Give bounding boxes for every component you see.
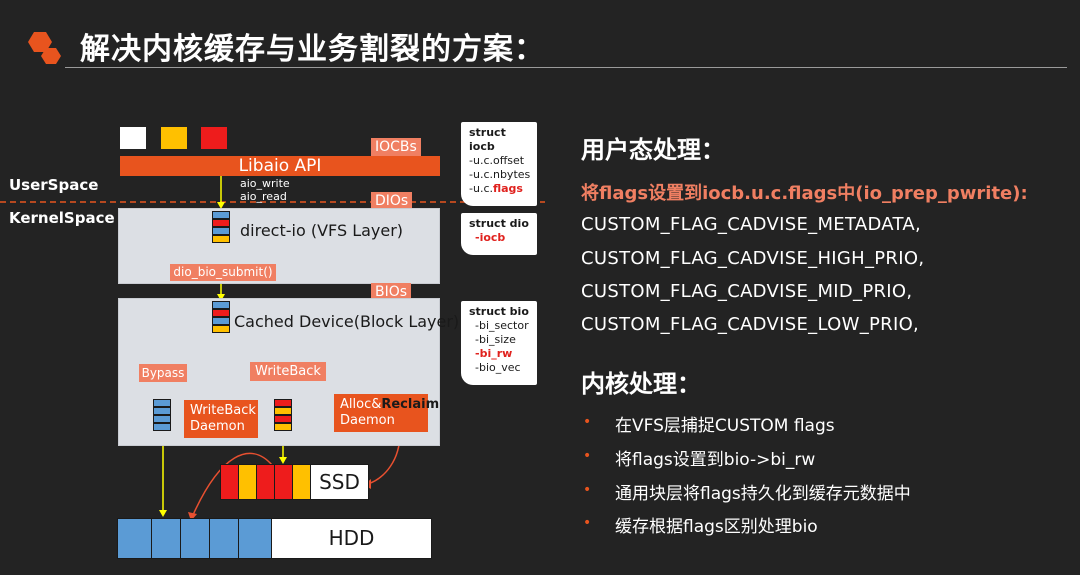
bypass-queue bbox=[153, 399, 171, 431]
cached-device-label: Cached Device(Block Layer) bbox=[234, 312, 460, 331]
dio-stack bbox=[212, 211, 230, 243]
title-divider bbox=[65, 67, 1067, 68]
dio-note-title: struct dio bbox=[469, 217, 529, 230]
iocb-note-line: -u.c.nbytes bbox=[469, 168, 531, 181]
bypass-tag: Bypass bbox=[139, 364, 187, 382]
bios-tag: BIOs bbox=[371, 283, 412, 301]
kernel-bullet: 在VFS层捕捉CUSTOM flags bbox=[615, 416, 835, 436]
logo-icon bbox=[28, 32, 61, 64]
writeback-daemon: WriteBack Daemon bbox=[184, 400, 258, 438]
flag-item: CUSTOM_FLAG_CADVISE_METADATA, bbox=[581, 214, 922, 235]
writeback-queue bbox=[274, 399, 292, 431]
reclaim-label: Reclaim bbox=[381, 397, 440, 412]
kernel-heading: 内核处理： bbox=[581, 370, 701, 398]
user-subheading: 将flags设置到iocb.u.c.flags中(io_prep_pwrite)… bbox=[581, 183, 1028, 204]
hdd-device: HDD bbox=[117, 518, 432, 559]
bio-struct-note: struct bio -bi_sector -bi_size -bi_rw -b… bbox=[461, 301, 537, 385]
iocb-note-flags: flags bbox=[492, 182, 523, 195]
writeback-tag: WriteBack bbox=[250, 362, 326, 381]
bio-stack bbox=[212, 301, 230, 333]
direct-io-label: direct-io (VFS Layer) bbox=[240, 221, 404, 240]
bullet-dot: • bbox=[583, 515, 592, 531]
aio-read-label: aio_read bbox=[240, 190, 287, 203]
flag-item: CUSTOM_FLAG_CADVISE_MID_PRIO, bbox=[581, 281, 913, 302]
iocb-note-line: -u.c.offset bbox=[469, 154, 525, 167]
kernel-bullet: 缓存根据flags区别处理bio bbox=[615, 517, 818, 537]
iocb-note-prefix: -u.c. bbox=[469, 182, 493, 195]
alloc-daemon-line2: Daemon bbox=[340, 413, 395, 428]
writeback-daemon-line1: WriteBack bbox=[190, 403, 256, 418]
dio-struct-note: struct dio -iocb bbox=[461, 213, 537, 255]
dios-tag: DIOs bbox=[371, 192, 413, 210]
userspace-label: UserSpace bbox=[9, 176, 99, 194]
flag-item: CUSTOM_FLAG_CADVISE_HIGH_PRIO, bbox=[581, 248, 925, 269]
aio-write-label: aio_write bbox=[240, 177, 290, 190]
white-square bbox=[120, 127, 146, 149]
bio-note-line: -bio_vec bbox=[475, 361, 521, 374]
alloc-reclaim-daemon: Alloc&Reclaim Daemon bbox=[334, 394, 439, 432]
ssd-device: SSD bbox=[220, 464, 369, 500]
red-square bbox=[201, 127, 227, 149]
vfs-layer-box bbox=[118, 208, 440, 284]
kernel-bullet: 通用块层将flags持久化到缓存元数据中 bbox=[615, 484, 911, 504]
yellow-square bbox=[161, 127, 187, 149]
iocb-struct-note: struct iocb -u.c.offset -u.c.nbytes -u.c… bbox=[461, 122, 537, 206]
bullet-dot: • bbox=[583, 414, 592, 430]
iocb-note-title: struct iocb bbox=[469, 126, 506, 153]
dio-note-iocb: -iocb bbox=[475, 231, 506, 244]
bio-note-bi-rw: -bi_rw bbox=[475, 347, 513, 360]
bio-note-title: struct bio bbox=[469, 305, 529, 318]
ssd-label: SSD bbox=[311, 465, 368, 499]
hdd-label: HDD bbox=[272, 519, 431, 558]
bio-note-line: -bi_sector bbox=[475, 319, 529, 332]
kernel-bullet: 将flags设置到bio->bi_rw bbox=[615, 450, 816, 470]
libaio-api-bar: Libaio API bbox=[120, 156, 440, 176]
iocbs-tag: IOCBs bbox=[371, 138, 421, 156]
page-title: 解决内核缓存与业务割裂的方案： bbox=[80, 32, 545, 67]
dio-bio-submit-tag: dio_bio_submit() bbox=[170, 264, 276, 281]
writeback-daemon-line2: Daemon bbox=[190, 419, 245, 434]
bio-note-line: -bi_size bbox=[475, 333, 516, 346]
kernelspace-label: KernelSpace bbox=[9, 209, 115, 227]
flag-item: CUSTOM_FLAG_CADVISE_LOW_PRIO, bbox=[581, 314, 920, 335]
bullet-dot: • bbox=[583, 482, 592, 498]
bullet-dot: • bbox=[583, 448, 592, 464]
alloc-label: Alloc& bbox=[340, 397, 382, 412]
user-heading: 用户态处理： bbox=[581, 136, 725, 164]
